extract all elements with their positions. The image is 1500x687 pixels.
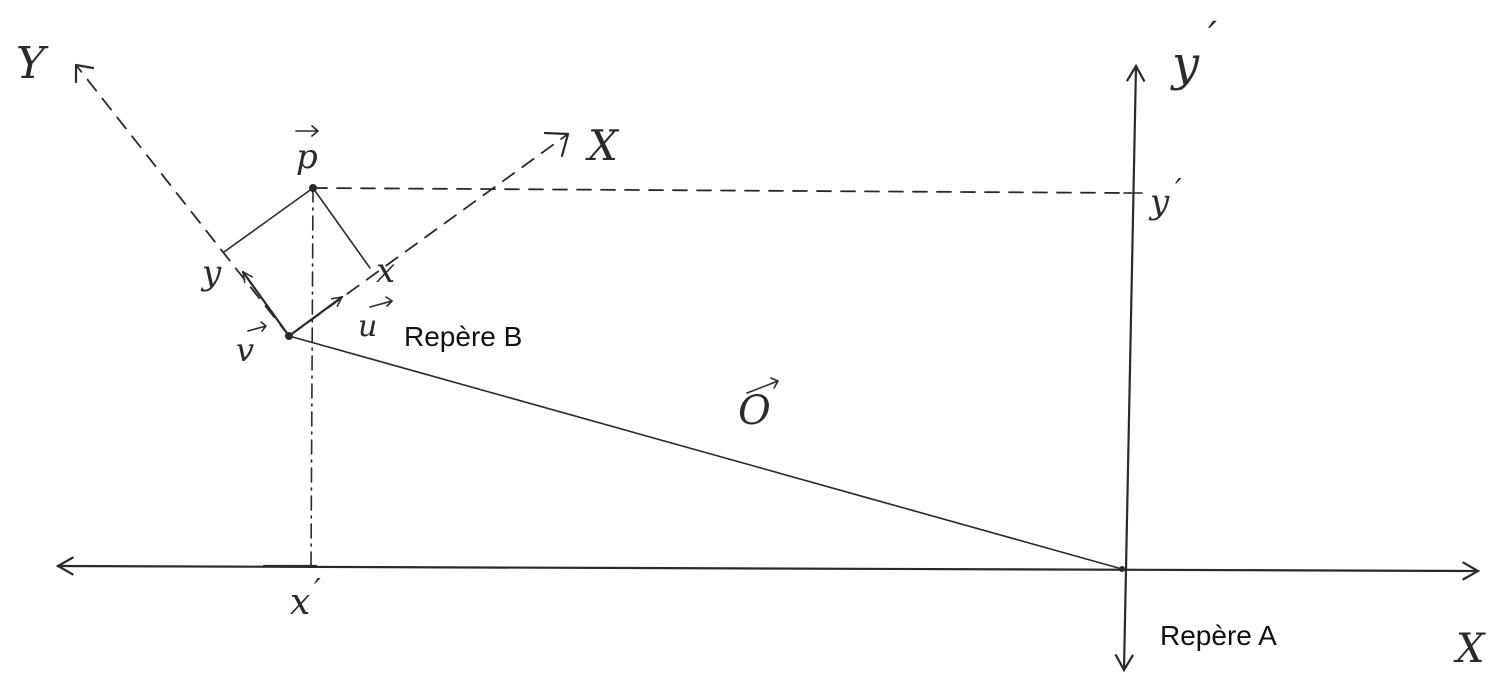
label-vec-p: p (296, 137, 318, 177)
label-frame-a: Repère A (1160, 620, 1277, 651)
frame-a-y-axis (1114, 63, 1146, 673)
label-coord-x-prime-mark: ′ (314, 573, 321, 608)
vector-o-line (288, 335, 1123, 570)
frame-b-y-arrowhead (74, 63, 95, 84)
label-coord-y-prime-mark: ′ (1175, 173, 1182, 208)
label-vec-u: u (358, 309, 377, 344)
label-coord-y-prime: y (1148, 182, 1170, 222)
projection-p-y (223, 187, 314, 253)
label-frame-a-x-axis: X (1453, 626, 1486, 672)
frame-b-x-arrowhead (543, 131, 570, 158)
projection-p-y-prime (312, 187, 1131, 194)
unit-vector-v (241, 270, 291, 338)
label-vec-o: O (738, 388, 771, 434)
label-coord-x: x (376, 251, 395, 291)
vec-p-arrow (295, 125, 319, 137)
frame-b-y-axis (75, 64, 290, 337)
label-frame-b: Repère B (404, 321, 522, 352)
vec-u-arrow (369, 296, 393, 308)
unit-vector-u (287, 295, 344, 338)
label-frame-a-y-axis: y (1170, 36, 1200, 92)
label-frame-b-x-axis: X (585, 121, 620, 170)
label-coord-x-prime: x (290, 582, 310, 623)
projection-p-x-prime (310, 187, 314, 567)
label-frame-b-y-axis: Y (16, 38, 49, 89)
label-coord-y: y (200, 253, 222, 293)
vec-o-arrow (746, 377, 779, 394)
vec-v-arrow (247, 321, 267, 332)
label-vec-v: v (236, 331, 254, 369)
projection-p-x (312, 187, 371, 269)
label-frame-a-y-axis-prime: ′ (1208, 14, 1217, 60)
